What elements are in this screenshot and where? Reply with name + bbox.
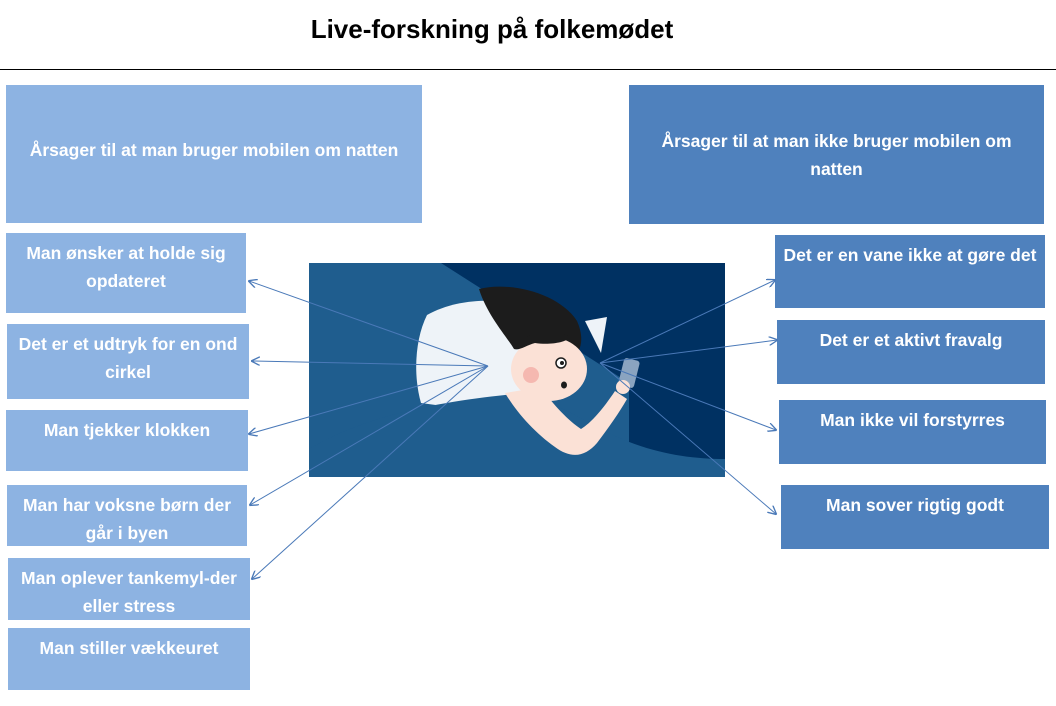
right-item-label: Det er et aktivt fravalg (819, 330, 1003, 350)
arrow-to-right-item-4 (599, 362, 776, 514)
arrow-to-left-item-1 (249, 281, 489, 367)
arrow-to-left-item-3 (249, 365, 489, 434)
right-header-text: Årsager til at man ikke bruger mobilen o… (661, 131, 1012, 179)
right-item-label: Man sover rigtig godt (826, 495, 1004, 515)
left-header-text: Årsager til at man bruger mobilen om nat… (29, 140, 399, 160)
left-item-2: Det er et udtryk for en ond cirkel (7, 324, 249, 399)
arrow-to-left-item-4 (250, 365, 489, 505)
right-item-label: Man ikke vil forstyrres (820, 410, 1005, 430)
left-item-3: Man tjekker klokken (6, 410, 248, 471)
face-icon (511, 337, 587, 401)
arrow-to-right-item-2 (599, 340, 777, 364)
fringe-icon (514, 332, 571, 350)
right-item-1: Det er en vane ikke at gøre det (775, 235, 1045, 308)
page-title: Live-forskning på folkemødet (310, 14, 674, 44)
right-item-label: Det er en vane ikke at gøre det (783, 245, 1037, 265)
arrow-to-left-item-5 (252, 365, 489, 579)
left-item-label: Man oplever tankemyl-der eller stress (21, 568, 237, 616)
pupil-icon (560, 361, 564, 365)
right-item-2: Det er et aktivt fravalg (777, 320, 1045, 384)
arrow-to-right-item-1 (599, 280, 775, 364)
right-header-box: Årsager til at man ikke bruger mobilen o… (629, 85, 1044, 224)
arrow-to-left-item-2 (252, 361, 489, 367)
left-item-label: Det er et udtryk for en ond cirkel (18, 334, 238, 382)
arm-icon (505, 387, 627, 455)
left-item-4: Man har voksne børn der går i byen (7, 485, 247, 546)
right-item-3: Man ikke vil forstyrres (779, 400, 1046, 464)
left-item-label: Man ønsker at holde sig opdateret (26, 243, 226, 291)
cheek-icon (523, 367, 539, 383)
left-header-box: Årsager til at man bruger mobilen om nat… (6, 85, 422, 223)
title-divider (0, 69, 1056, 70)
right-item-4: Man sover rigtig godt (781, 485, 1049, 549)
pillow-corner (585, 317, 607, 353)
arrow-to-right-item-3 (599, 362, 776, 430)
left-item-label: Man har voksne børn der går i byen (22, 495, 232, 543)
left-item-6: Man stiller vækkeuret (8, 628, 250, 690)
left-item-label: Man tjekker klokken (43, 420, 211, 440)
blanket-icon (309, 394, 725, 477)
left-item-label: Man stiller vækkeuret (39, 638, 219, 658)
left-item-1: Man ønsker at holde sig opdateret (6, 233, 246, 313)
hand-icon (616, 380, 630, 394)
mouth-icon (561, 381, 567, 389)
left-item-5: Man oplever tankemyl-der eller stress (8, 558, 250, 620)
